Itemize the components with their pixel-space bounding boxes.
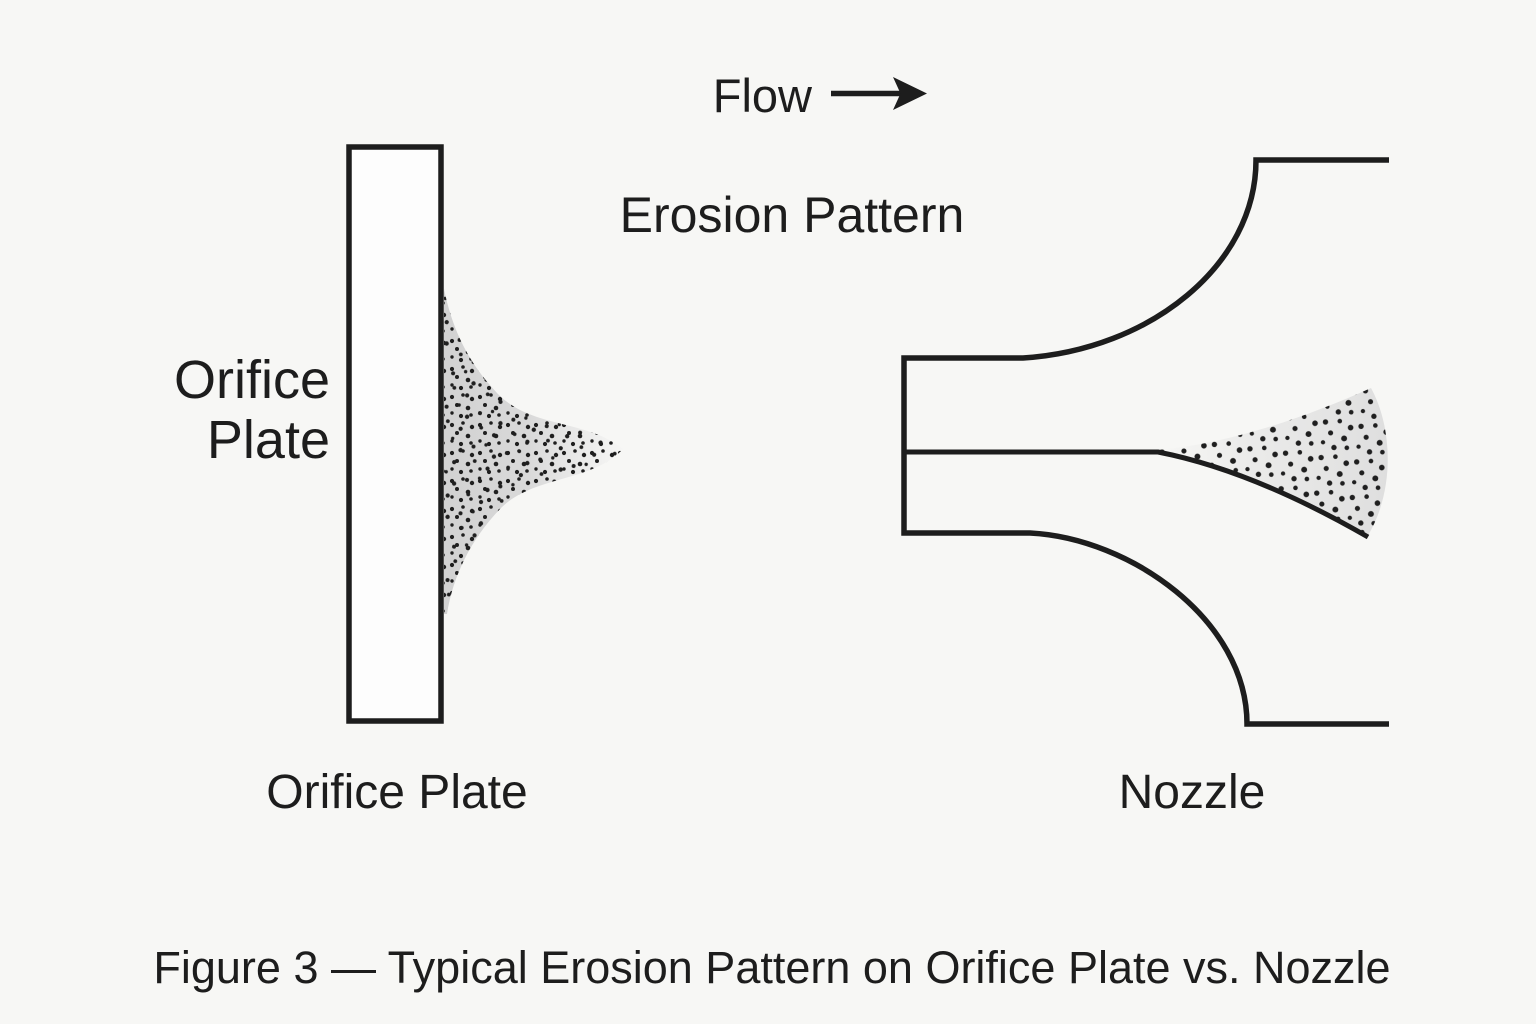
nozzle-erosion-plume bbox=[1157, 388, 1388, 537]
orifice-erosion-plume bbox=[444, 289, 623, 614]
nozzle-outline bbox=[901, 157, 1389, 727]
nozzle-bore-line bbox=[904, 449, 1370, 540]
orifice-plate-shape bbox=[346, 144, 444, 724]
nozzle-caption: Nozzle bbox=[1119, 766, 1266, 819]
figure-caption: Figure 3 — Typical Erosion Pattern on Or… bbox=[153, 942, 1390, 993]
orifice-side-label-line1: Orifice bbox=[174, 350, 330, 410]
flow-arrow-icon bbox=[831, 77, 927, 110]
orifice-side-label-line2: Plate bbox=[207, 410, 330, 470]
flow-label: Flow bbox=[713, 69, 813, 122]
erosion-pattern-label: Erosion Pattern bbox=[620, 187, 965, 243]
orifice-caption: Orifice Plate bbox=[266, 766, 527, 819]
nozzle-erosion-stipple bbox=[1157, 388, 1388, 537]
